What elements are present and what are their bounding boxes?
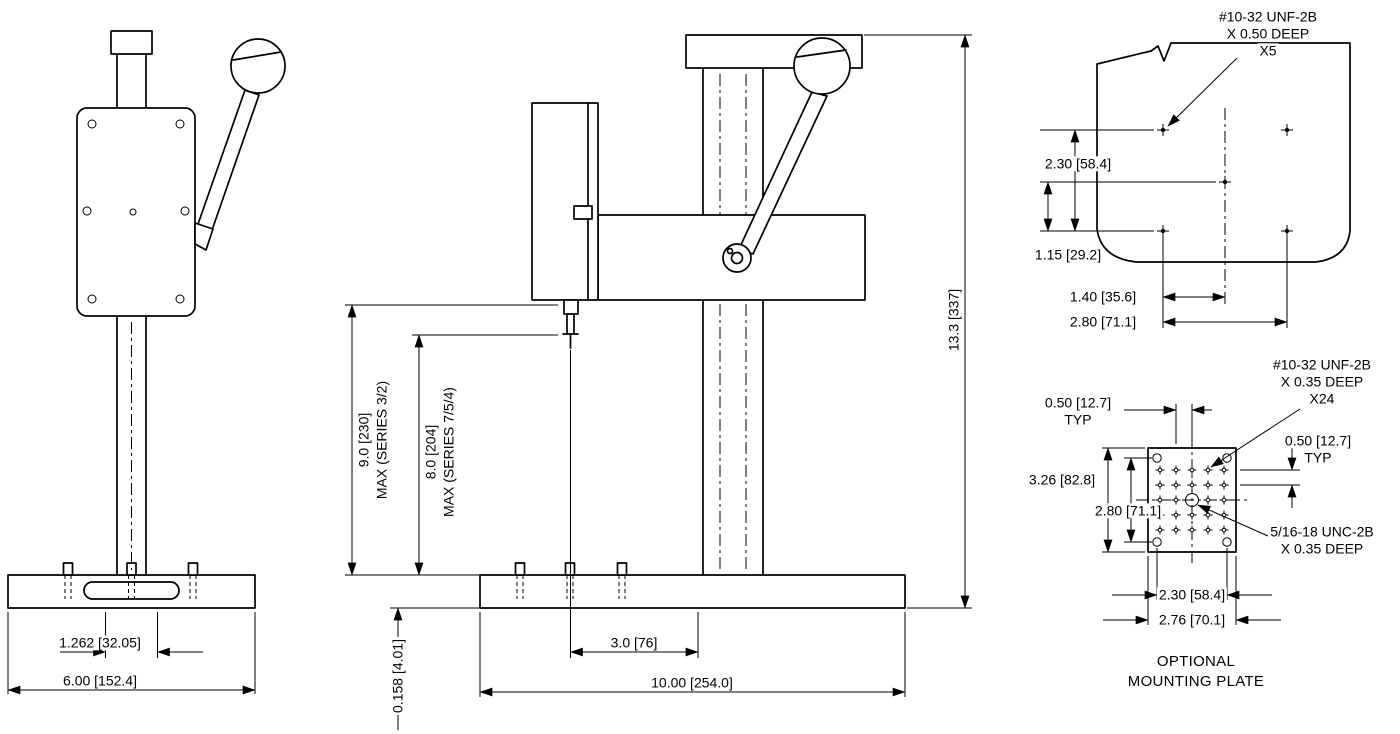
side-gauge-bracket (531, 102, 599, 301)
side-dim-throat-label: 3.0 [76] (608, 634, 660, 651)
base-dim-row-half-label: 1.15 [29.2] (1032, 246, 1104, 263)
base-detail-view (1040, 42, 1351, 328)
plate-callout-grid-line3: X24 (1307, 390, 1337, 407)
front-lever-bracket (194, 222, 214, 251)
side-lever-ball (793, 37, 851, 95)
mounting-plate-center-hole (1185, 493, 1199, 507)
front-base-slot (83, 581, 180, 600)
side-view (345, 34, 972, 730)
side-dim-travel-a-label: 9.0 [230] (355, 410, 372, 470)
plate-dim-holes-h-label: 2.30 [58.4] (1156, 586, 1228, 603)
side-base (479, 574, 906, 609)
plate-callout-center-line2: X 0.35 DEEP (1278, 540, 1366, 557)
front-top-cap (110, 30, 153, 55)
base-dim-col-half-label: 1.40 [35.6] (1067, 288, 1139, 305)
plate-dim-pitch-v-label: 0.50 [12.7] (1282, 432, 1354, 449)
front-lever-shaft (196, 89, 260, 234)
plate-dim-pitch-v-typ-label: TYP (1302, 449, 1334, 466)
base-detail-dimension-lines (1040, 57, 1288, 328)
plate-dim-holes-v-label: 2.80 [71.1] (1092, 502, 1164, 519)
side-dim-base-length-label: 10.00 [254.0] (649, 674, 735, 691)
side-probe-chuck (563, 299, 579, 315)
side-dim-travel-a-note-label: MAX (SERIES 3/2) (373, 378, 390, 502)
base-dim-rows-label: 2.30 [58.4] (1042, 155, 1114, 172)
plate-dim-height-label: 3.26 [82.8] (1026, 471, 1098, 488)
plate-callout-grid-line1: #10-32 UNF-2B (1270, 356, 1374, 373)
side-dim-travel-b-label: 8.0 [204] (422, 422, 439, 482)
plate-callout-center-line1: 5/16-18 UNC-2B (1268, 523, 1376, 540)
base-dim-cols-label: 2.80 [71.1] (1067, 313, 1139, 330)
front-dim-slot-label: 1.262 [32.05] (57, 634, 143, 651)
plate-dim-pitch-h-typ-label: TYP (1062, 411, 1094, 428)
front-base (7, 574, 256, 609)
front-dimension-lines (7, 612, 256, 695)
base-detail-outline (1096, 42, 1351, 263)
plate-callout-grid-line2: X 0.35 DEEP (1278, 373, 1366, 390)
plate-dim-pitch-h-label: 0.50 [12.7] (1042, 394, 1114, 411)
base-callout-line3: X5 (1257, 42, 1279, 59)
side-dim-height-label: 13.3 [337] (945, 286, 962, 354)
front-dim-base-label: 6.00 [152.4] (61, 672, 139, 689)
mounting-plate-corner-holes (1152, 453, 1232, 547)
front-screws (82, 119, 190, 304)
base-callout-line1: #10-32 UNF-2B (1216, 8, 1320, 25)
plate-title-line2: MOUNTING PLATE (1125, 672, 1267, 691)
base-callout-line2: X 0.50 DEEP (1224, 25, 1312, 42)
front-lever-ball (230, 38, 286, 94)
plate-dim-width-label: 2.76 [70.1] (1156, 611, 1228, 628)
side-dim-travel-b-note-label: MAX (SERIES 7/5/4) (440, 385, 457, 519)
front-view (7, 30, 286, 695)
side-dimension-lines (345, 34, 972, 730)
plate-title-line1: OPTIONAL (1154, 652, 1238, 671)
side-dim-lip-label: 0.158 [4.01] (389, 637, 406, 715)
